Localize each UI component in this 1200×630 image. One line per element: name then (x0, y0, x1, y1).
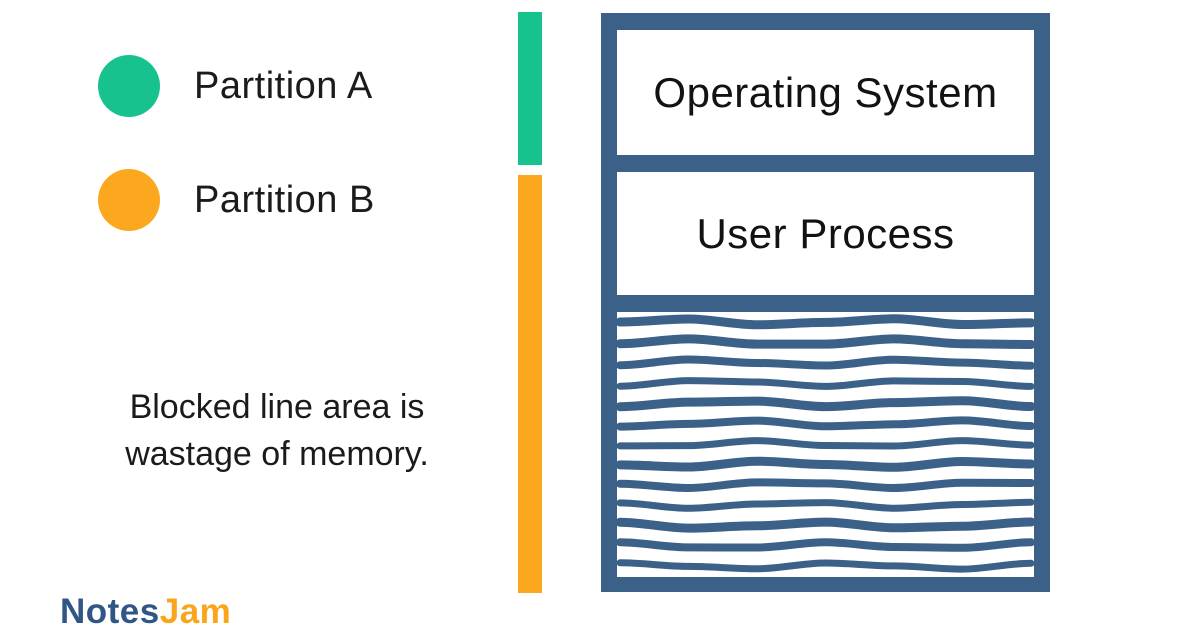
user-process-label: User Process (696, 209, 955, 257)
legend-item-partition-a: Partition A (98, 55, 373, 117)
legend-item-partition-b: Partition B (98, 169, 375, 231)
partition-b-swatch (98, 169, 160, 231)
caption: Blocked line area is wastage of memory. (57, 384, 497, 478)
operating-system-section: Operating System (617, 30, 1034, 155)
caption-line-1: Blocked line area is (129, 388, 425, 426)
partition-b-bar (518, 175, 542, 593)
notesjam-logo: NotesJam (60, 592, 231, 630)
partition-a-label: Partition A (194, 64, 373, 107)
memory-diagram: Operating System User Process (601, 13, 1050, 592)
logo-jam-text: Jam (159, 592, 232, 630)
logo-notes-text: Notes (60, 592, 160, 630)
hatch-lines-svg (617, 314, 1034, 573)
wasted-memory-section (617, 312, 1034, 577)
caption-line-2: wastage of memory. (125, 435, 429, 473)
partition-b-label: Partition B (194, 178, 375, 221)
partition-a-swatch (98, 55, 160, 117)
operating-system-label: Operating System (653, 68, 998, 116)
user-process-section: User Process (617, 172, 1034, 295)
partition-a-bar (518, 12, 542, 165)
